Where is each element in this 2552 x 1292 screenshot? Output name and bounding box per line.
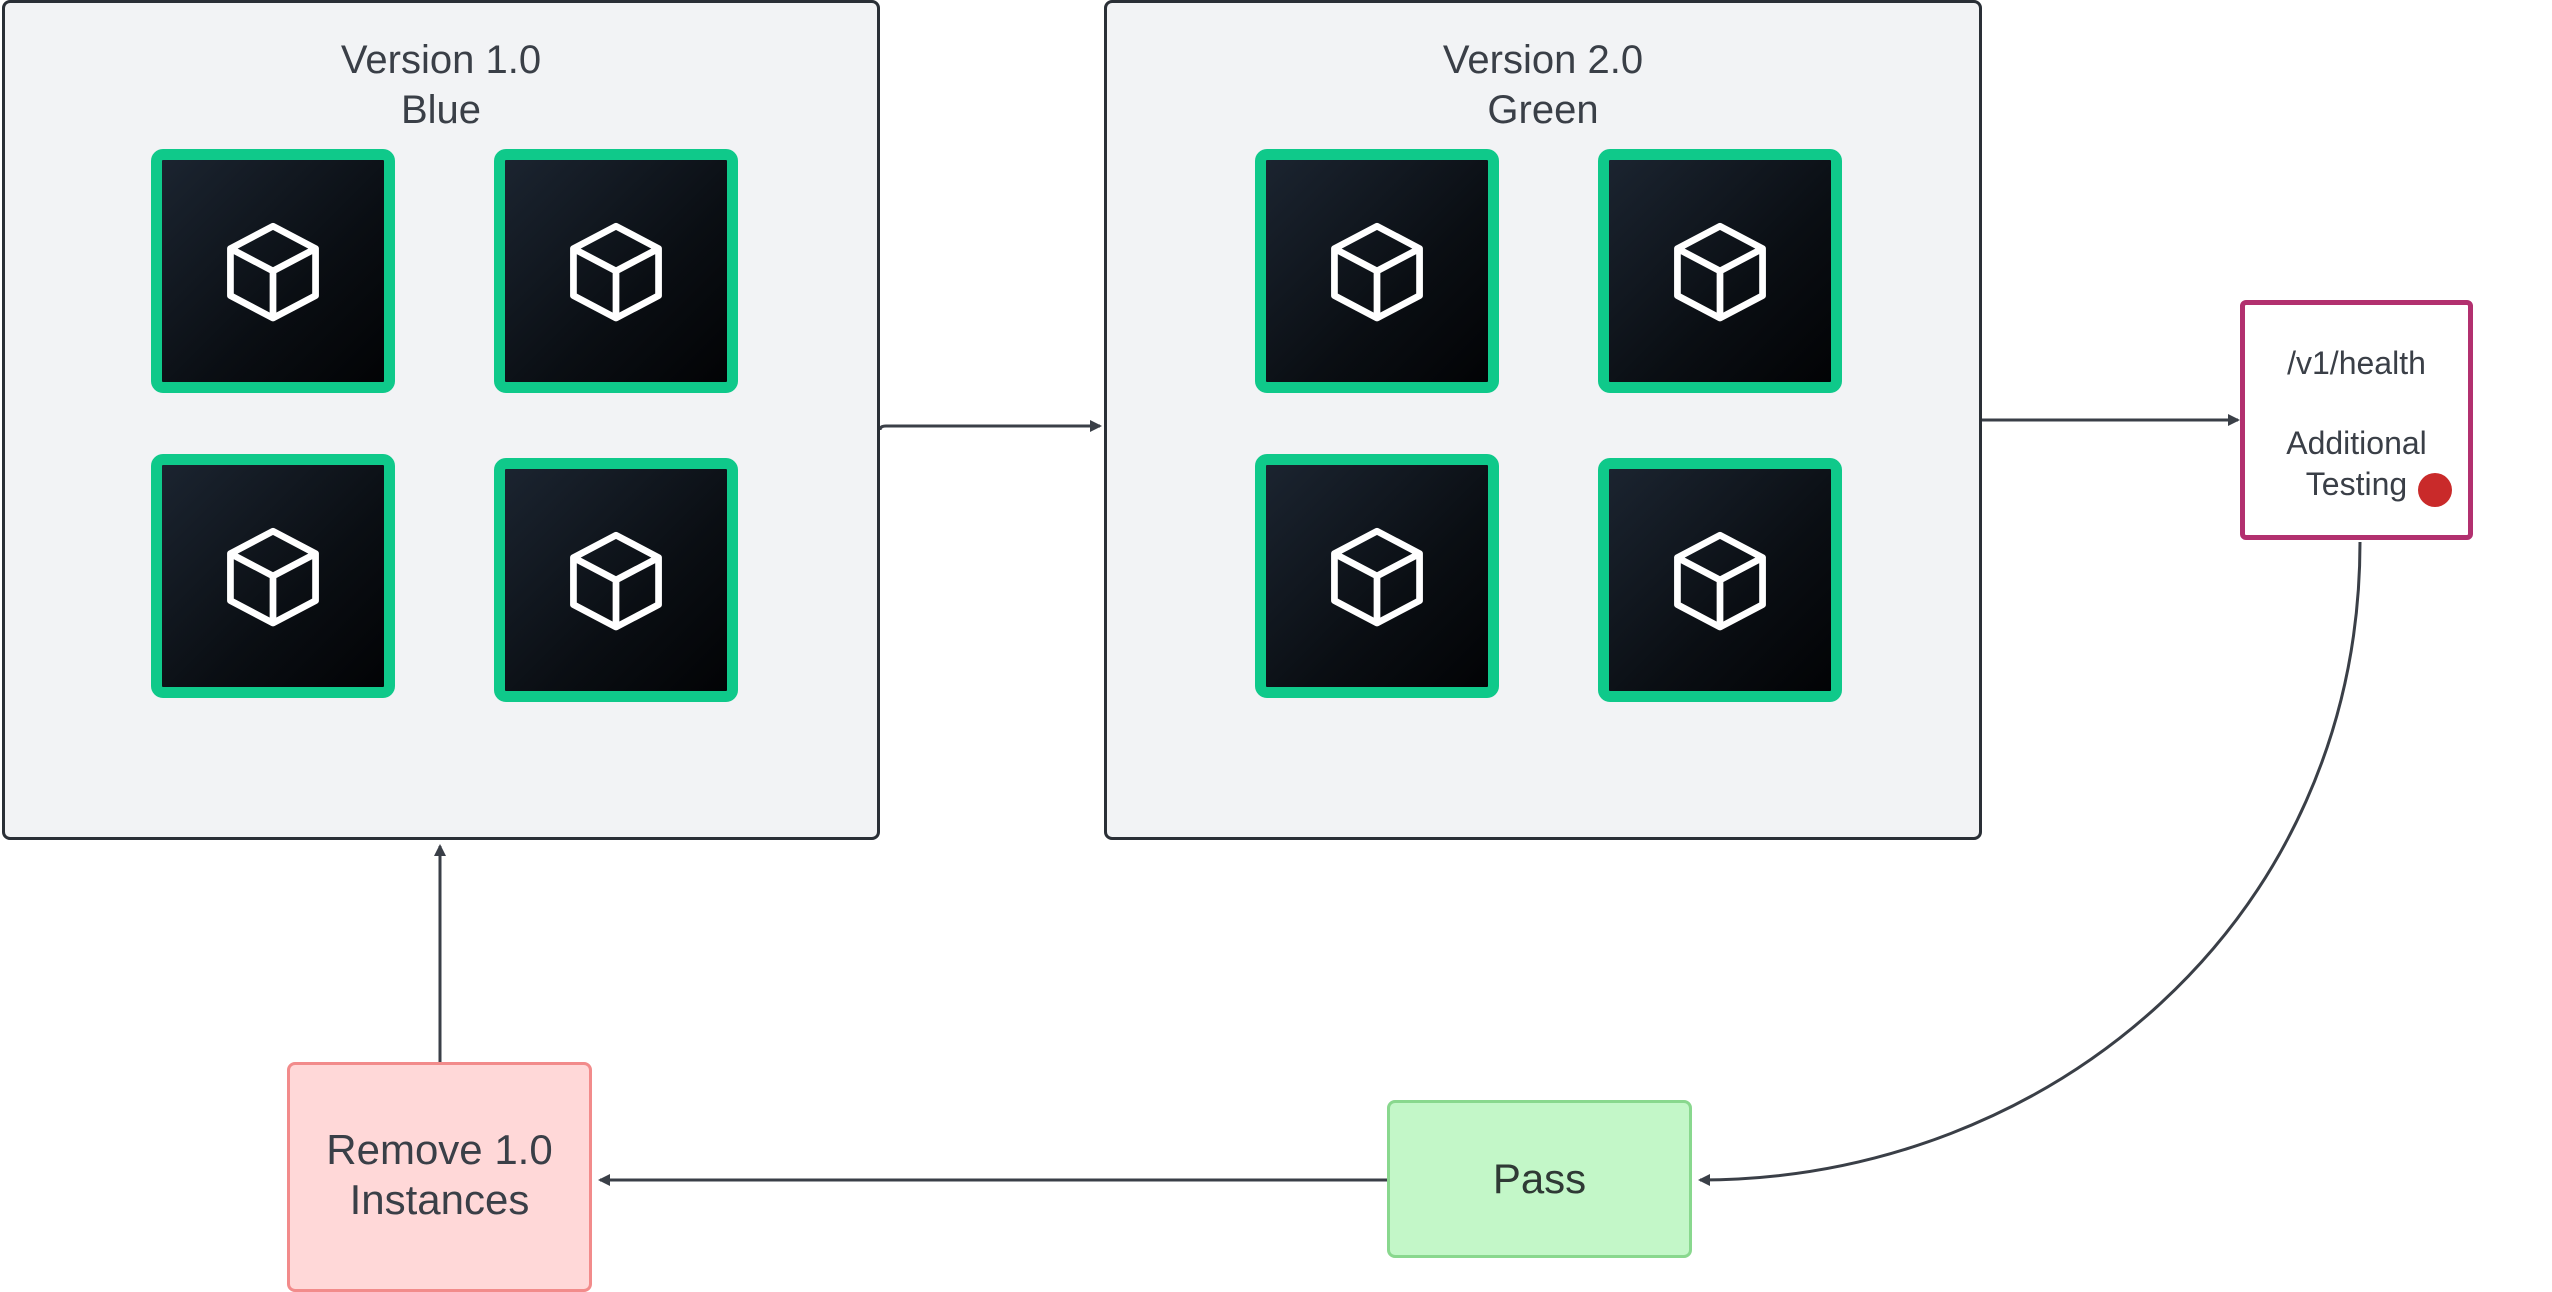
blue-instance-4 bbox=[494, 458, 738, 702]
cube-icon bbox=[1331, 222, 1423, 322]
cube-icon bbox=[1674, 222, 1766, 322]
health-check-box: /v1/health Additional Testing bbox=[2240, 300, 2473, 540]
blue-group-version: Version 1.0 bbox=[340, 38, 542, 82]
cube-icon bbox=[1674, 531, 1766, 631]
arrow-health-to-pass bbox=[1698, 541, 2362, 1186]
health-endpoint-label: /v1/health bbox=[2287, 345, 2426, 381]
additional-label: Additional bbox=[2286, 425, 2427, 461]
blue-instance-2 bbox=[494, 149, 738, 393]
blue-instance-3 bbox=[151, 454, 395, 698]
cube-icon bbox=[1331, 527, 1423, 627]
green-instance-4 bbox=[1598, 458, 1842, 702]
green-instance-3 bbox=[1255, 454, 1499, 698]
cube-icon bbox=[227, 527, 319, 627]
green-instance-1 bbox=[1255, 149, 1499, 393]
pass-label: Pass bbox=[1492, 1155, 1587, 1202]
remove-label-line1: Remove 1.0 bbox=[326, 1126, 553, 1173]
pass-node: Pass bbox=[1387, 1100, 1692, 1258]
green-group-title: Version 2.0 Green bbox=[1107, 35, 1979, 135]
blue-group-color-label: Blue bbox=[400, 88, 482, 132]
cube-icon bbox=[570, 222, 662, 322]
green-group-color-label: Green bbox=[1487, 88, 1599, 132]
remove-label-line2: Instances bbox=[349, 1176, 530, 1223]
green-instance-2 bbox=[1598, 149, 1842, 393]
green-version-group: Version 2.0 Green bbox=[1104, 0, 1982, 840]
testing-label: Testing bbox=[2305, 466, 2408, 502]
blue-group-title: Version 1.0 Blue bbox=[5, 35, 877, 135]
blue-version-group: Version 1.0 Blue bbox=[2, 0, 880, 840]
remove-instances-node: Remove 1.0 Instances bbox=[287, 1062, 592, 1292]
cube-icon bbox=[227, 222, 319, 322]
blue-instance-1 bbox=[151, 149, 395, 393]
status-dot bbox=[2418, 473, 2452, 507]
cube-icon bbox=[570, 531, 662, 631]
green-group-version: Version 2.0 bbox=[1442, 38, 1644, 82]
arrow-blue-to-green bbox=[878, 420, 1102, 432]
